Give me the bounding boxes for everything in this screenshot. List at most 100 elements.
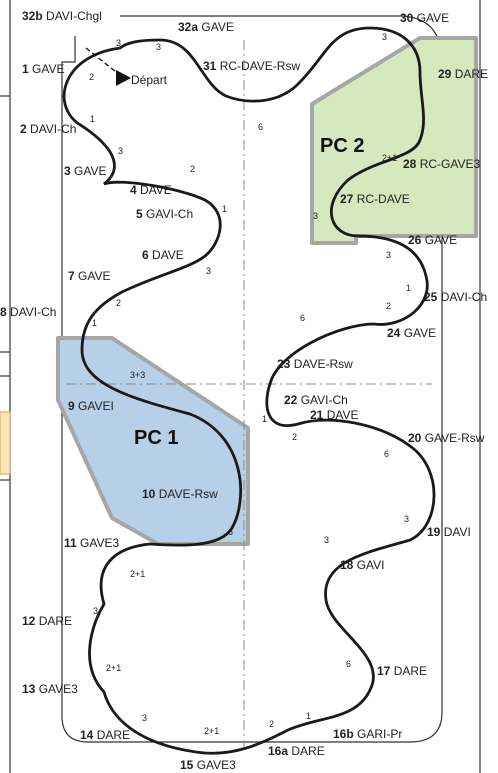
- obstacle-number: 6: [142, 248, 149, 262]
- obstacle-name: DAVE-Rsw: [155, 487, 218, 501]
- obstacle-number: 5: [136, 207, 143, 221]
- obstacle-label-30: 30 GAVE: [400, 11, 449, 25]
- obstacle-number: 17: [377, 664, 391, 678]
- obstacle-name: GAVE: [75, 269, 111, 283]
- obstacle-name: DAVI: [440, 525, 470, 539]
- obstacle-number: 32a: [178, 20, 198, 34]
- obstacle-label-11: 11 GAVE3: [64, 536, 119, 550]
- obstacle-label-6: 6 DAVE: [142, 248, 184, 262]
- obstacle-label-17: 17 DARE: [377, 664, 427, 678]
- stride-count: 6: [384, 449, 389, 459]
- stride-count: 2+1: [382, 153, 397, 163]
- stride-count: 3: [156, 42, 161, 52]
- obstacle-number: 24: [387, 326, 401, 340]
- obstacle-name: GAVE3: [193, 758, 236, 772]
- obstacle-number: 22: [284, 393, 298, 407]
- obstacle-label-8: 8 DAVI-Ch: [0, 305, 56, 319]
- obstacle-name: DARE: [288, 744, 325, 758]
- stride-count: 3: [324, 535, 329, 545]
- obstacle-name: DAVI-Chgl: [43, 9, 102, 23]
- obstacle-label-32a: 32a GAVE: [178, 20, 234, 34]
- pc1-label: PC 1: [134, 427, 178, 449]
- obstacle-number: 32b: [22, 9, 43, 23]
- stride-count: 1: [92, 318, 97, 328]
- obstacle-number: 8: [0, 305, 7, 319]
- obstacle-number: 14: [80, 728, 94, 742]
- obstacle-name: DAVI-Ch: [437, 290, 487, 304]
- obstacle-label-2: 2 DAVI-Ch: [20, 122, 76, 136]
- obstacle-label-26: 26 GAVE: [408, 233, 457, 247]
- obstacle-name: DAVE: [137, 183, 172, 197]
- obstacle-label-19: 19 DAVI: [427, 525, 471, 539]
- stride-count: 1: [262, 414, 267, 424]
- obstacle-number: 18: [340, 558, 354, 572]
- pc2-label: PC 2: [320, 135, 364, 157]
- obstacle-name: RC-DAVE: [353, 192, 409, 206]
- obstacle-number: 13: [22, 682, 36, 696]
- stride-count: 3: [404, 514, 409, 524]
- stride-count: 2: [116, 298, 121, 308]
- obstacle-name: DARE: [451, 67, 488, 81]
- start-label: Départ: [131, 73, 168, 87]
- stride-count: 6: [258, 122, 263, 132]
- obstacle-name: GAVE3: [77, 536, 120, 550]
- obstacle-number: 4: [130, 183, 137, 197]
- obstacle-label-4: 4 DAVE: [130, 183, 172, 197]
- obstacle-label-28: 28 RC-GAVE3: [403, 157, 480, 171]
- obstacle-label-12: 12 DARE: [22, 614, 72, 628]
- obstacle-label-27: 27 RC-DAVE: [340, 192, 410, 206]
- service-road: [61, 15, 443, 743]
- start-arrow-icon: [116, 70, 131, 86]
- obstacle-number: 3: [64, 164, 71, 178]
- obstacle-label-22: 22 GAVI-Ch: [284, 393, 348, 407]
- obstacle-number: 25: [424, 290, 438, 304]
- stride-count: 2: [89, 72, 94, 82]
- track-line: [62, 26, 436, 755]
- obstacle-label-1: 1 GAVE: [22, 62, 64, 76]
- obstacle-name: GAVE: [29, 62, 65, 76]
- obstacle-name: GAVE3: [35, 682, 78, 696]
- obstacle-number: 21: [310, 408, 324, 422]
- obstacle-label-13: 13 GAVE3: [22, 682, 78, 696]
- obstacle-number: 16b: [333, 727, 354, 741]
- stride-count: 1: [222, 204, 227, 214]
- obstacle-name: GAVI: [353, 558, 384, 572]
- obstacle-name: GAVE: [71, 164, 107, 178]
- obstacle-label-32b: 32b DAVI-Chgl: [22, 9, 102, 23]
- stride-count: 2: [190, 164, 195, 174]
- obstacle-label-31: 31 RC-DAVE-Rsw: [203, 59, 300, 73]
- stride-count: 6: [228, 527, 233, 537]
- obstacle-label-23: 23 DAVE-Rsw: [277, 357, 353, 371]
- stride-count: 3: [142, 713, 147, 723]
- obstacle-label-7: 7 GAVE: [68, 269, 110, 283]
- obstacle-name: DAVE-Rsw: [290, 357, 353, 371]
- stride-count: 3: [93, 606, 98, 616]
- pc2-zone: [310, 36, 478, 245]
- obstacle-number: 27: [340, 192, 354, 206]
- stride-count: 3: [116, 38, 121, 48]
- obstacle-name: GAVE: [198, 20, 234, 34]
- obstacle-number: 11: [64, 536, 77, 550]
- obstacle-name: DARE: [35, 614, 72, 628]
- obstacle-number: 1: [22, 62, 29, 76]
- stride-count: 3: [386, 250, 391, 260]
- obstacle-name: GAVE: [400, 326, 436, 340]
- stride-count: 6: [300, 313, 305, 323]
- obstacle-label-9: 9 GAVEI: [68, 399, 114, 413]
- obstacle-name: GAVE: [413, 11, 449, 25]
- side-highlight: [0, 411, 11, 475]
- obstacle-label-3: 3 GAVE: [64, 164, 106, 178]
- obstacle-number: 10: [142, 487, 156, 501]
- obstacle-number: 29: [438, 67, 452, 81]
- obstacle-number: 26: [408, 233, 422, 247]
- obstacle-label-16b: 16b GARI-Pr: [333, 727, 402, 741]
- obstacle-label-20: 20 GAVE-Rsw: [408, 431, 485, 445]
- obstacle-name: RC-GAVE3: [416, 157, 480, 171]
- obstacle-name: GARI-Pr: [354, 727, 403, 741]
- start-marker: Départ: [85, 47, 168, 87]
- obstacle-number: 16a: [268, 744, 288, 758]
